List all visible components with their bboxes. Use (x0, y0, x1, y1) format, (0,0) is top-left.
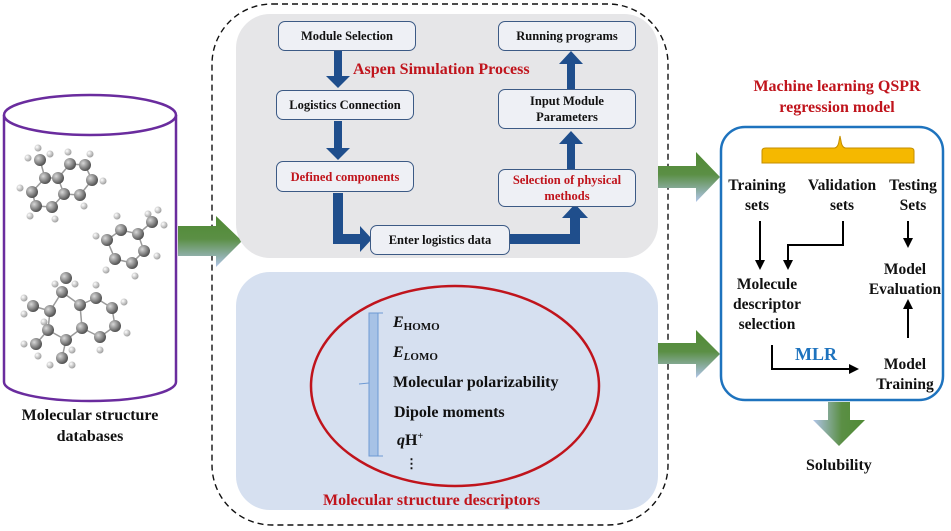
node-defined-components: Defined components (276, 161, 414, 192)
descriptors-ellipse (309, 284, 601, 488)
aspen-process-title: Aspen Simulation Process (353, 61, 530, 78)
model-training-label: Model Training (876, 356, 934, 393)
arrow-head-icon (755, 260, 765, 270)
arrow-head-icon (849, 364, 859, 374)
node-selection-physical-methods: Selection of physical methods (498, 169, 636, 207)
dashed-boundary (211, 3, 669, 526)
node-module-selection: Module Selection (278, 21, 416, 51)
molecule-tetrahydronaphthalene-icon (20, 272, 131, 369)
descriptor-qh: qH+ (397, 431, 424, 449)
molecule-toluene-icon (92, 206, 168, 280)
descriptor-polarizability: Molecular polarizability (393, 374, 559, 391)
arrow-up-icon (559, 51, 583, 90)
node-logistics-connection: Logistics Connection (276, 90, 414, 120)
descriptor-dipole-moments: Dipole moments (394, 404, 505, 421)
descriptors-bracket-icon (358, 312, 383, 457)
arrow-elbow-right-icon (333, 193, 372, 252)
arrow-descriptors-to-ml-icon (658, 330, 720, 378)
node-running-programs: Running programs (498, 21, 636, 51)
solubility-label: Solubility (806, 457, 872, 474)
ml-model-box (719, 125, 945, 402)
descriptor-selection-label: Molecule descriptor selection (732, 276, 801, 333)
descriptor-more-ellipsis: ⋮ (405, 456, 418, 471)
arrow-ml-to-solubility-icon (813, 402, 865, 446)
validation-sets-label: Validation sets (807, 177, 877, 214)
database-label: Molecular structure databases (21, 407, 159, 445)
descriptor-elomo: ELOMO (393, 344, 438, 363)
ml-model-title: Machine learning QSPR regression model (753, 78, 921, 116)
aspen-simulation-panel (236, 14, 658, 258)
dataset-brace-icon (761, 135, 915, 164)
node-enter-logistics-data: Enter logistics data (370, 225, 510, 255)
molecule-naphthalene-icon (16, 144, 107, 223)
arrow-process-to-ml-icon (658, 152, 720, 202)
arrow-head-icon (783, 260, 793, 270)
descriptors-title: Molecular structure descriptors (323, 492, 541, 509)
model-evaluation-label: Model Evaluation (868, 261, 942, 298)
arrow-down-icon (326, 121, 350, 160)
testing-sets-label: Testing Sets (889, 177, 937, 214)
arrow-head-icon (903, 238, 913, 248)
mlr-method-label: MLR (795, 344, 837, 364)
descriptors-panel (236, 272, 658, 510)
descriptor-ehomo: EHOMO (393, 314, 440, 333)
node-input-module-parameters: Input Module Parameters (498, 89, 636, 129)
arrow-head-icon (903, 299, 913, 309)
arrow-down-icon (326, 50, 350, 88)
arrow-elbow-up-icon (510, 204, 588, 244)
arrow-database-to-process-icon (178, 216, 242, 267)
arrow-up-icon (559, 131, 583, 170)
training-sets-label: Training sets (728, 177, 786, 214)
